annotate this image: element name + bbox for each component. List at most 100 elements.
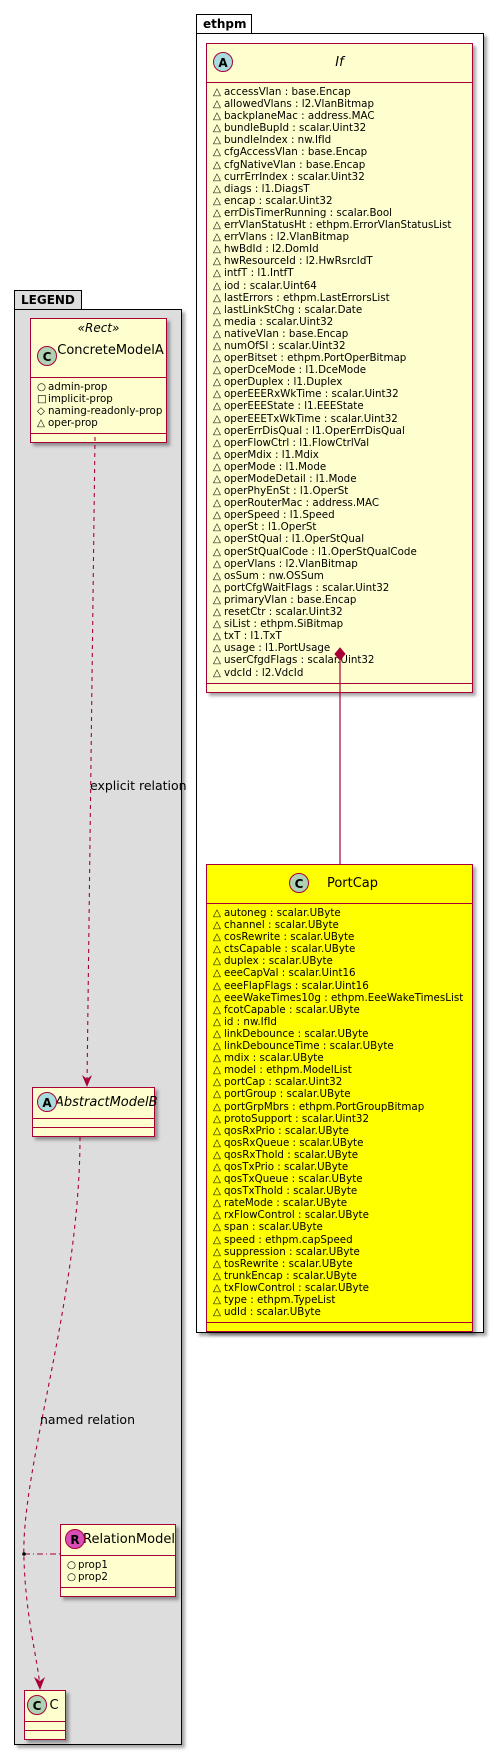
attribute-row: △operDceMode : l1.DceMode: [213, 364, 466, 376]
attribute-text: hwBdId : l2.DomId: [224, 243, 319, 256]
visibility-icon: △: [213, 388, 221, 401]
attribute-row: △eeeFlapFlags : scalar.Uint16: [213, 980, 466, 992]
attribute-text: usage : l1.PortUsage: [224, 642, 331, 655]
visibility-icon: ○: [67, 1571, 76, 1584]
attribute-text: cfgAccessVlan : base.Encap: [224, 146, 368, 159]
visibility-icon: △: [213, 1076, 221, 1089]
attribute-text: media : scalar.Uint32: [224, 315, 334, 328]
class-name: C: [49, 1698, 59, 1713]
attribute-row: △operSt : l1.OperSt: [213, 521, 466, 533]
attribute-text: txFlowControl : scalar.UByte: [224, 1281, 370, 1294]
attribute-row: △oper-prop: [37, 417, 160, 429]
attribute-row: △cfgAccessVlan : base.Encap: [213, 146, 466, 158]
visibility-icon: △: [213, 194, 221, 207]
named-relation-label: named relation: [40, 1412, 135, 1427]
class-if[interactable]: A If △accessVlan : base.Encap△allowedVla…: [206, 43, 473, 693]
visibility-icon: △: [213, 606, 221, 619]
visibility-icon: △: [213, 533, 221, 546]
attribute-row: △errVlans : l2.VlanBitmap: [213, 231, 466, 243]
class-concrete-model-a[interactable]: «Rect» C ConcreteModelA ○admin-prop□impl…: [30, 318, 167, 444]
attribute-row: △errDisTimerRunning : scalar.Bool: [213, 207, 466, 219]
attribute-row: △udId : scalar.UByte: [213, 1306, 466, 1318]
class-name: PortCap: [326, 876, 379, 891]
visibility-icon: △: [213, 376, 221, 389]
visibility-icon: △: [213, 1124, 221, 1137]
attribute-text: id : nw.IfId: [224, 1015, 277, 1028]
attribute-text: nativeVlan : base.Encap: [224, 327, 349, 340]
visibility-icon: △: [213, 460, 221, 473]
visibility-icon: △: [213, 1136, 221, 1149]
attribute-text: qosRxQueue : scalar.UByte: [224, 1136, 364, 1149]
visibility-icon: △: [213, 545, 221, 558]
attribute-text: operErrDisQual : l1.OperErrDisQual: [224, 424, 405, 437]
attribute-text: txT : l1.TxT: [224, 630, 282, 643]
visibility-icon: ○: [37, 381, 46, 393]
attribute-row: △operStQualCode : l1.OperStQualCode: [213, 546, 466, 558]
attribute-text: oper-prop: [48, 417, 98, 430]
attribute-row: △qosTxThold : scalar.UByte: [213, 1185, 466, 1197]
visibility-icon: △: [213, 182, 221, 195]
attribute-text: operStQualCode : l1.OperStQualCode: [224, 545, 417, 558]
attribute-text: cfgNativeVlan : base.Encap: [224, 158, 366, 171]
attribute-row: △duplex : scalar.UByte: [213, 955, 466, 967]
attribute-text: duplex : scalar.UByte: [224, 955, 333, 968]
attribute-text: operModeDetail : l1.Mode: [224, 473, 357, 485]
attribute-text: type : ethpm.TypeList: [224, 1294, 336, 1306]
attribute-row: △txT : l1.TxT: [213, 630, 466, 642]
attribute-row: △hwResourceId : l2.HwRsrcIdT: [213, 255, 466, 267]
attribute-text: autoneg : scalar.UByte: [224, 907, 341, 919]
class-abstract-model-b[interactable]: A AbstractModelB: [32, 1087, 158, 1137]
attribute-row: △rxFlowControl : scalar.UByte: [213, 1209, 466, 1221]
attribute-text: operRouterMac : address.MAC: [224, 497, 380, 510]
attribute-text: operSt : l1.OperSt: [224, 521, 317, 534]
attribute-row: △id : nw.IfId: [213, 1016, 466, 1028]
visibility-icon: △: [213, 243, 221, 256]
visibility-icon: △: [213, 146, 221, 159]
attribute-text: operSpeed : l1.Speed: [224, 509, 335, 522]
attribute-row: △primaryVlan : base.Encap: [213, 594, 466, 606]
visibility-icon: △: [213, 1173, 221, 1186]
visibility-icon: △: [213, 497, 221, 510]
visibility-icon: △: [213, 593, 221, 606]
visibility-icon: □: [37, 393, 47, 406]
class-name: If: [335, 55, 344, 70]
attribute-row: △accessVlan : base.Encap: [213, 86, 466, 98]
attribute-text: admin-prop: [48, 381, 108, 393]
attribute-row: △operRouterMac : address.MAC: [213, 497, 466, 509]
attribute-text: qosRxThold : scalar.UByte: [224, 1148, 359, 1161]
class-name: RelationModel: [83, 1532, 175, 1547]
visibility-icon: △: [213, 1040, 221, 1053]
attribute-row: △siList : ethpm.SiBitmap: [213, 618, 466, 630]
class-relation-model[interactable]: R RelationModel ○prop1○prop2: [60, 1524, 176, 1598]
attribute-row: △linkDebounce : scalar.UByte: [213, 1028, 466, 1040]
attribute-row: △operVlans : l2.VlanBitmap: [213, 558, 466, 570]
class-badge-icon: C: [27, 1695, 47, 1715]
attribute-row: △txFlowControl : scalar.UByte: [213, 1282, 466, 1294]
attribute-text: implicit-prop: [48, 393, 113, 406]
attribute-row: △protoSupport : scalar.Uint32: [213, 1113, 466, 1125]
attribute-row: □implicit-prop: [37, 393, 160, 405]
attribute-text: model : ethpm.ModelList: [224, 1064, 352, 1077]
attribute-text: operDceMode : l1.DceMode: [224, 364, 367, 377]
visibility-icon: △: [213, 907, 221, 919]
visibility-icon: △: [213, 134, 221, 147]
attribute-row: △resetCtr : scalar.Uint32: [213, 606, 466, 618]
attribute-row: △operEEERxWkTime : scalar.Uint32: [213, 388, 466, 400]
attribute-text: resetCtr : scalar.Uint32: [224, 606, 343, 619]
attribute-row: △portGrpMbrs : ethpm.PortGroupBitmap: [213, 1101, 466, 1113]
attribute-row: △errVlanStatusHt : ethpm.ErrorVlanStatus…: [213, 219, 466, 231]
attribute-row: △qosTxQueue : scalar.UByte: [213, 1173, 466, 1185]
visibility-icon: △: [213, 219, 221, 232]
attribute-row: △lastErrors : ethpm.LastErrorsList: [213, 292, 466, 304]
attribute-row: △bundleIndex : nw.IfId: [213, 134, 466, 146]
visibility-icon: △: [213, 1027, 221, 1040]
class-c[interactable]: C C: [24, 1690, 66, 1740]
abstract-badge-icon: A: [213, 52, 233, 72]
visibility-icon: △: [213, 1209, 221, 1222]
attribute-row: △model : ethpm.ModelList: [213, 1064, 466, 1076]
attribute-text: diags : l1.DiagsT: [224, 182, 310, 195]
attribute-row: △qosRxPrio : scalar.UByte: [213, 1125, 466, 1137]
attribute-text: qosRxPrio : scalar.UByte: [224, 1124, 350, 1137]
attribute-row: △operModeDetail : l1.Mode: [213, 473, 466, 485]
class-portcap[interactable]: C PortCap △autoneg : scalar.UByte△channe…: [206, 864, 473, 1333]
